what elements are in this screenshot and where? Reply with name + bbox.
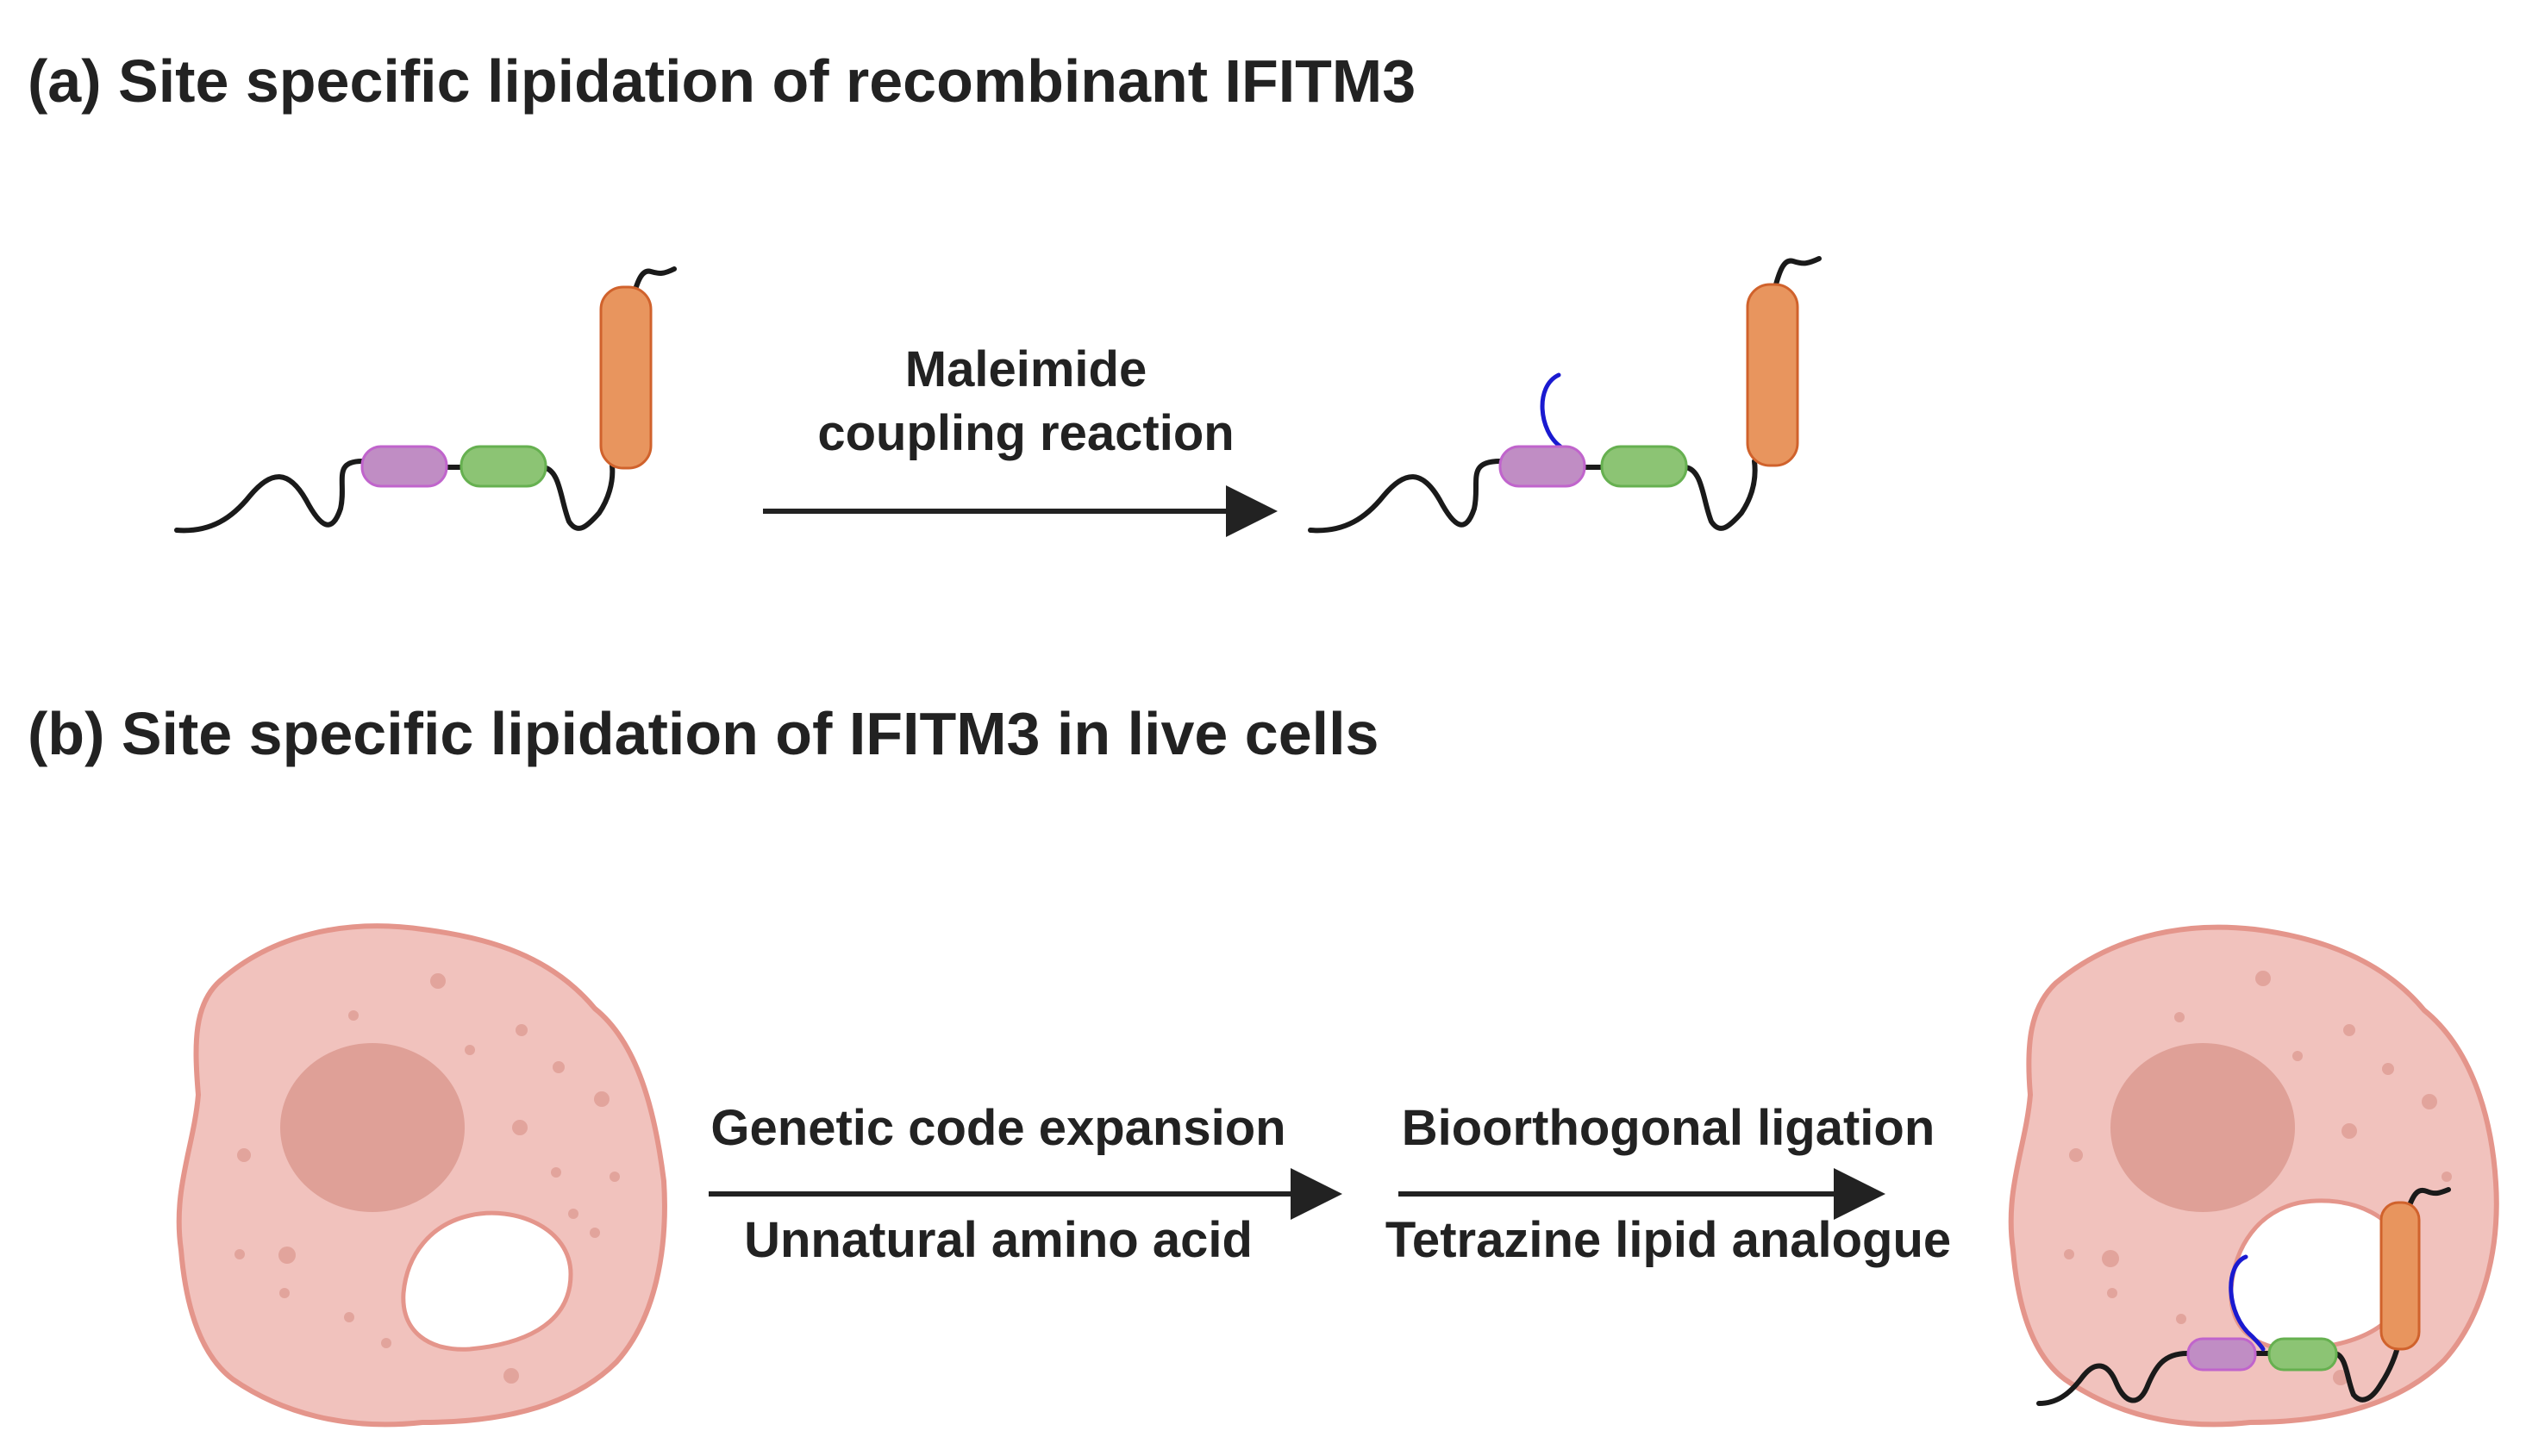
cell-right: [2008, 924, 2499, 1428]
transmembrane-helix: [1746, 283, 1799, 467]
transmembrane-helix: [599, 285, 653, 470]
dot: [2176, 1314, 2186, 1324]
lipid-chain: [1540, 372, 1563, 449]
dot: [2442, 1172, 2452, 1182]
dot: [2333, 1370, 2348, 1385]
dot: [594, 1091, 610, 1107]
dot: [568, 1209, 578, 1219]
protein-chain: [2036, 1351, 2190, 1406]
green-domain: [2267, 1337, 2338, 1372]
dot: [344, 1312, 354, 1322]
dot: [278, 1247, 296, 1264]
protein-ifitm3-unmodified: [174, 266, 677, 534]
purple-domain: [360, 445, 448, 488]
dot: [348, 1010, 359, 1021]
dot: [2342, 1123, 2357, 1139]
dot: [465, 1045, 475, 1055]
protein-tail: [2407, 1187, 2451, 1208]
step1-label-below: Unnatural amino acid: [744, 1212, 1253, 1268]
section-a-title: (a) Site specific lipidation of recombin…: [28, 47, 1416, 115]
protein-ifitm3-lipidated-in-cell: [2036, 1187, 2451, 1406]
dot: [553, 1061, 565, 1073]
step2-label-above: Bioorthogonal ligation: [1402, 1100, 1935, 1156]
dot: [512, 1120, 528, 1135]
dot: [503, 1368, 519, 1384]
dot: [430, 973, 446, 989]
purple-domain: [2186, 1337, 2257, 1372]
dot: [2382, 1063, 2394, 1075]
dot: [590, 1228, 600, 1238]
purple-domain: [1498, 445, 1586, 488]
section-b-title: (b) Site specific lipidation of IFITM3 i…: [28, 700, 1379, 767]
green-domain: [460, 445, 547, 488]
lipid-chain: [2229, 1254, 2266, 1352]
dot: [2422, 1094, 2437, 1109]
protein-chain: [1308, 459, 1503, 534]
protein-chain: [541, 463, 616, 531]
protein-ifitm3-lipidated: [1308, 256, 1822, 534]
arrow-a-label-line1: Maleimide: [905, 341, 1147, 397]
dot: [381, 1338, 391, 1348]
dot: [2107, 1288, 2117, 1298]
protein-tail: [631, 266, 677, 297]
dot: [237, 1148, 251, 1162]
cell-left: [176, 923, 667, 1428]
green-domain: [1600, 445, 1688, 488]
dot: [551, 1167, 561, 1178]
dot: [610, 1172, 620, 1182]
protein-chain: [1683, 459, 1758, 531]
nucleus: [2110, 1043, 2295, 1212]
dot: [2174, 1012, 2185, 1022]
dot: [2255, 971, 2271, 986]
step1-label-above: Genetic code expansion: [710, 1100, 1285, 1156]
dot: [2292, 1051, 2303, 1061]
vacuole: [401, 1210, 573, 1352]
protein-tail: [1773, 256, 1822, 287]
arrow-a-label-line2: coupling reaction: [817, 405, 1234, 461]
nucleus: [280, 1043, 465, 1212]
dot: [279, 1288, 290, 1298]
dot: [2069, 1148, 2083, 1162]
dot: [234, 1249, 245, 1259]
protein-chain: [2332, 1340, 2401, 1403]
dot: [2064, 1249, 2074, 1259]
dot: [516, 1024, 528, 1036]
protein-chain: [174, 459, 365, 534]
dot: [2343, 1024, 2355, 1036]
step2-label-below: Tetrazine lipid analogue: [1385, 1212, 1951, 1268]
transmembrane-helix: [2379, 1201, 2421, 1351]
dot: [2102, 1250, 2119, 1267]
